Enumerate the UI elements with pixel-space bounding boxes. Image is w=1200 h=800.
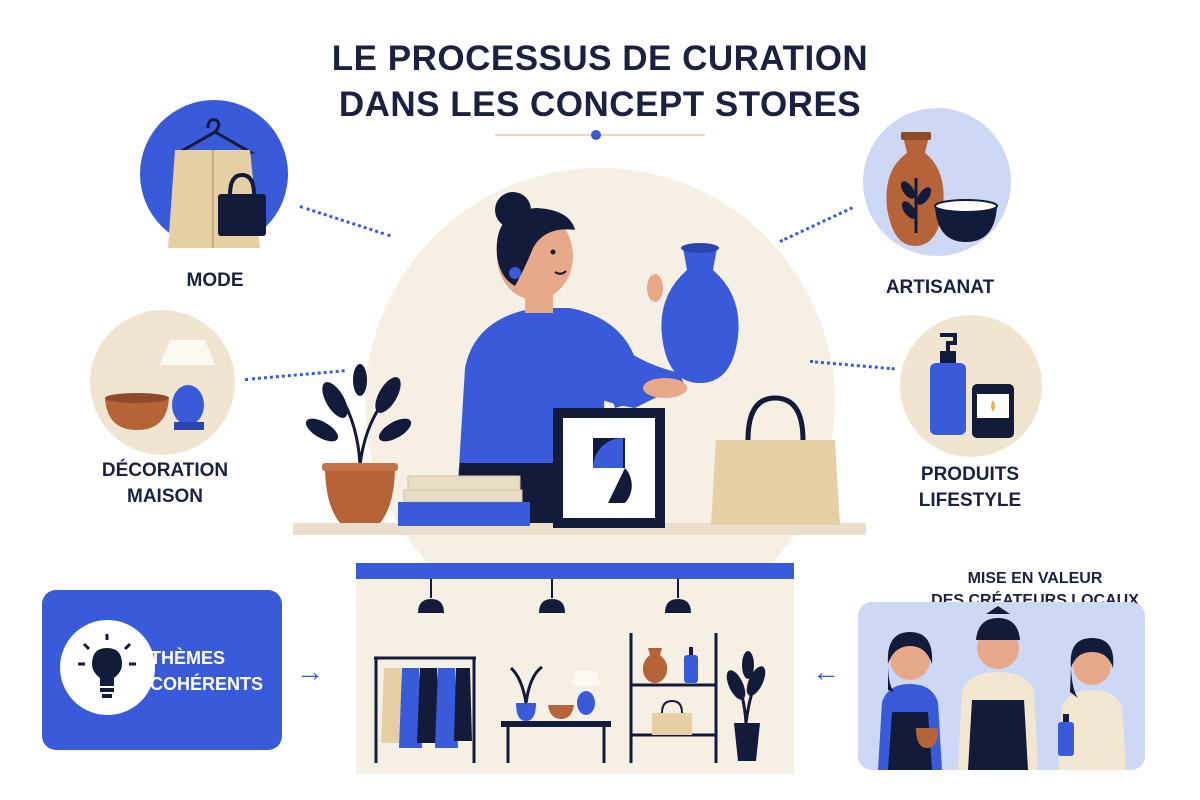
page-title-line-1: LE PROCESSUS DE CURATION — [331, 39, 869, 78]
arrow-left-icon: ← — [812, 656, 840, 687]
arrow-right-icon: → — [296, 656, 324, 687]
local-creators-illustration — [878, 606, 1126, 770]
decoration-circle — [90, 310, 235, 455]
lifestyle-circle — [900, 315, 1042, 457]
books-icon — [398, 475, 530, 526]
vase-icon — [886, 132, 998, 246]
decoration-label-2: MAISON — [127, 486, 203, 507]
bottle-icon — [930, 333, 966, 435]
local-creators-label-1: MISE EN VALEUR — [967, 570, 1103, 587]
tote-bag-icon — [711, 395, 840, 525]
handbag-icon — [218, 172, 266, 236]
picture-frame-icon — [553, 408, 665, 528]
decoration-label-1: DÉCORATION — [101, 460, 229, 481]
mode-label: MODE — [186, 270, 244, 291]
lifestyle-label-1: PRODUITS — [920, 464, 1020, 485]
themes-label-2: COHÉRENTS — [150, 674, 264, 694]
title-divider-dot — [591, 130, 601, 140]
store-top-bar — [356, 563, 794, 579]
bowl-icon — [105, 393, 169, 430]
candle-icon — [972, 384, 1014, 438]
lamp-icon — [160, 340, 215, 430]
store-interior-illustration — [374, 579, 766, 763]
potted-plant-icon — [305, 364, 412, 523]
page-title-line-2: DANS LES CONCEPT STORES — [338, 85, 862, 124]
artisanat-label: ARTISANAT — [885, 277, 995, 298]
themes-label-1: THÈMES — [150, 648, 226, 668]
lightbulb-icon — [78, 634, 136, 698]
lifestyle-label-2: LIFESTYLE — [918, 490, 1022, 511]
